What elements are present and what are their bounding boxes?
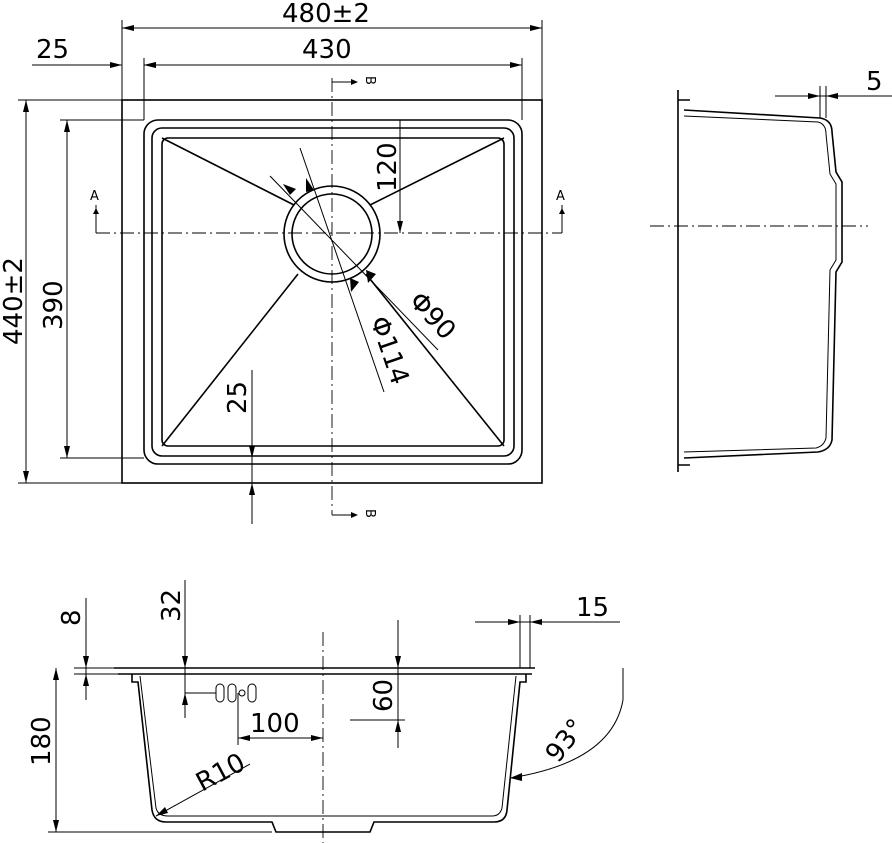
section-a-label-left: A <box>90 189 99 204</box>
dim-430: 430 <box>302 35 352 65</box>
dim-25-left: 25 <box>36 35 69 65</box>
side-view-outline <box>677 90 843 472</box>
front-bowl-inner <box>139 675 517 817</box>
dim-120: 120 <box>373 142 403 192</box>
dim-8: 8 <box>57 609 87 626</box>
dim-60: 60 <box>369 679 399 712</box>
dim-5: 5 <box>866 67 883 97</box>
side-view-inner <box>683 115 837 453</box>
dim-440: 440±2 <box>0 257 29 345</box>
dim-15: 15 <box>576 593 609 623</box>
bowl-rim-outer <box>143 119 523 465</box>
dim-93deg: 93° <box>540 714 592 769</box>
section-b-label-top: B <box>362 76 377 85</box>
section-a-label-right: A <box>556 189 565 204</box>
dim-180: 180 <box>27 716 57 766</box>
dim-100: 100 <box>250 709 300 739</box>
dim-r10: R10 <box>191 748 250 799</box>
dim-480: 480±2 <box>282 0 370 29</box>
slope-line-br <box>365 273 505 447</box>
top-view: A A B B 480±2 430 25 4 <box>0 0 565 524</box>
slope-line-tl <box>161 137 295 206</box>
dim-phi90: Φ90 <box>403 286 461 346</box>
bowl-rim-inner <box>151 127 515 457</box>
front-bowl-outline <box>131 674 527 833</box>
slope-line-bl <box>161 273 299 447</box>
section-b-label-bottom: B <box>362 509 377 518</box>
dim-25-bottom: 25 <box>223 381 253 414</box>
slope-line-tr <box>369 137 505 206</box>
bowl-floor <box>161 137 505 447</box>
outer-flange-outline <box>121 99 543 484</box>
front-view: 8 32 15 60 100 180 R10 <box>27 580 624 843</box>
side-view: 5 <box>650 67 892 472</box>
overflow-slots <box>215 683 257 703</box>
dim-32: 32 <box>157 589 187 622</box>
dim-390: 390 <box>39 280 69 330</box>
